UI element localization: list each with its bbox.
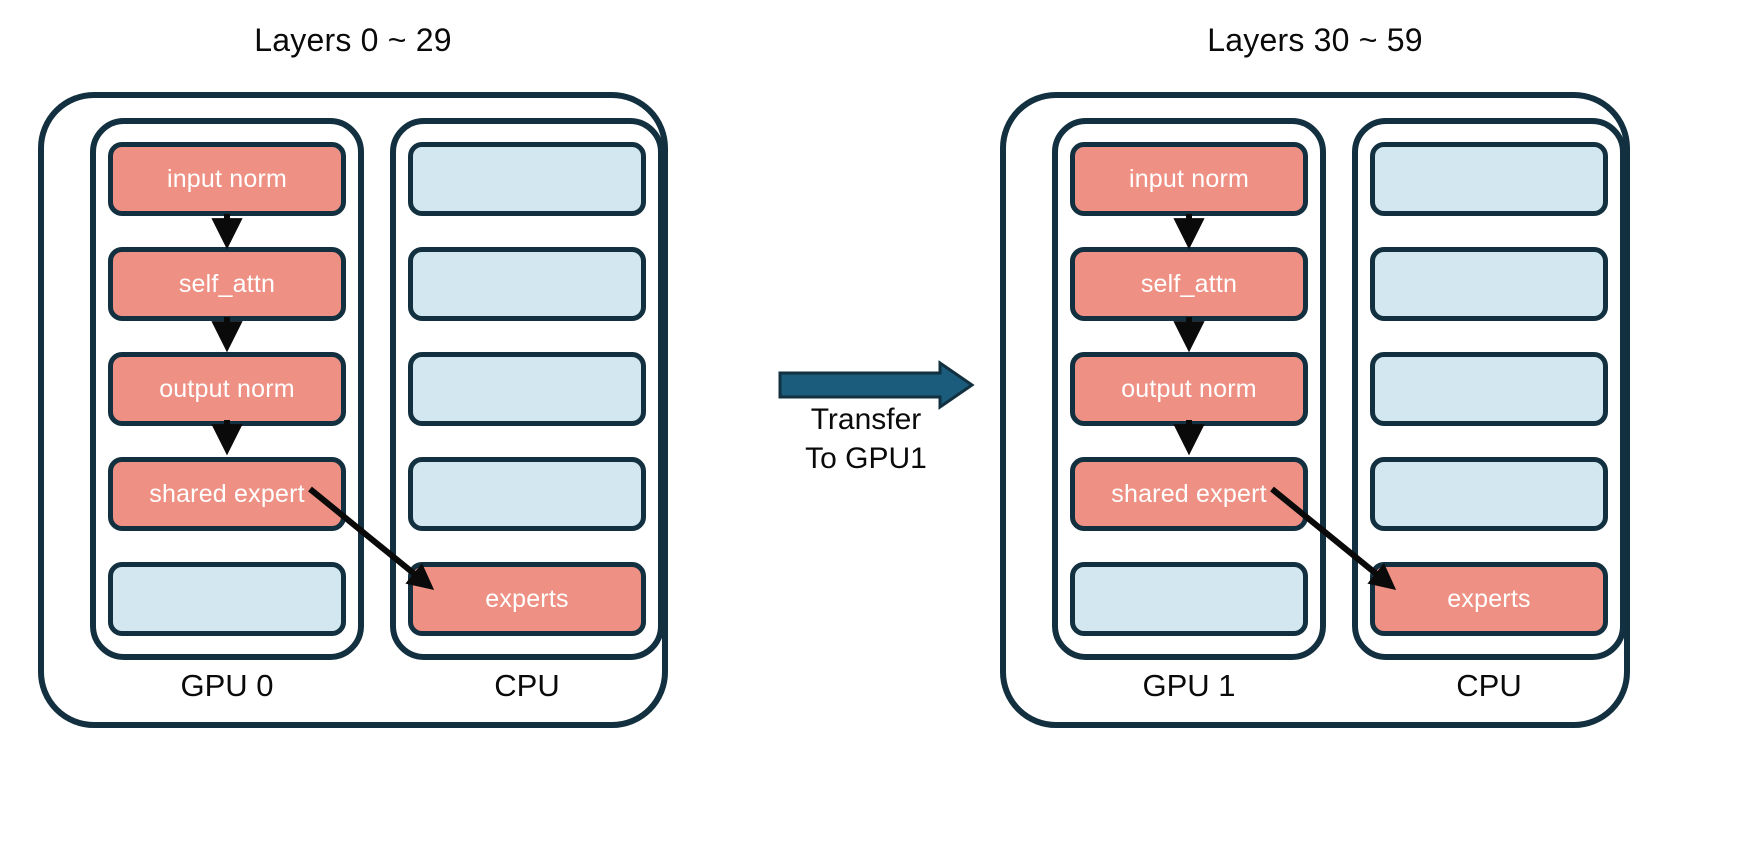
panel-layers-0-29: Layers 0 ~ 29 input norm self_attn outpu… <box>38 22 668 728</box>
block-output-norm[interactable]: output norm <box>1070 352 1308 426</box>
transfer-label-line2: To GPU1 <box>805 442 927 475</box>
gpu-column-left: input norm self_attn output norm shared … <box>90 118 364 660</box>
gpu-slot: output norm <box>1070 352 1308 426</box>
gpu-column-label-left: GPU 0 <box>180 668 274 703</box>
gpu-column-right: input norm self_attn output norm shared … <box>1052 118 1326 660</box>
cpu-slot <box>1370 457 1608 531</box>
cpu-column-left: experts <box>390 118 664 660</box>
block-output-norm[interactable]: output norm <box>108 352 346 426</box>
cpu-slot <box>408 352 646 426</box>
gpu-slot: shared expert <box>108 457 346 531</box>
block-input-norm[interactable]: input norm <box>1070 142 1308 216</box>
block-empty-placeholder[interactable] <box>1370 247 1608 321</box>
cpu-slot <box>1370 352 1608 426</box>
block-experts[interactable]: experts <box>408 562 646 636</box>
transfer-label-line1: Transfer <box>810 403 922 436</box>
gpu-slot: input norm <box>108 142 346 216</box>
cpu-column-label-left: CPU <box>494 668 560 703</box>
gpu-column-label-right: GPU 1 <box>1142 668 1236 703</box>
gpu-slot: output norm <box>108 352 346 426</box>
block-shared-expert[interactable]: shared expert <box>108 457 346 531</box>
block-empty-placeholder[interactable] <box>1070 562 1308 636</box>
gpu-slot: self_attn <box>1070 247 1308 321</box>
cpu-slot <box>408 457 646 531</box>
cpu-column-label-right: CPU <box>1456 668 1522 703</box>
cpu-slot <box>1370 247 1608 321</box>
block-empty-placeholder[interactable] <box>408 247 646 321</box>
gpu-slot <box>1070 562 1308 636</box>
block-empty-placeholder[interactable] <box>1370 457 1608 531</box>
block-input-norm[interactable]: input norm <box>108 142 346 216</box>
block-self-attn[interactable]: self_attn <box>108 247 346 321</box>
gpu-slot: shared expert <box>1070 457 1308 531</box>
gpu-slot: input norm <box>1070 142 1308 216</box>
gpu-slot <box>108 562 346 636</box>
block-experts[interactable]: experts <box>1370 562 1608 636</box>
cpu-slot <box>1370 142 1608 216</box>
gpu-slot: self_attn <box>108 247 346 321</box>
panel-title-left: Layers 0 ~ 29 <box>254 22 452 58</box>
block-self-attn[interactable]: self_attn <box>1070 247 1308 321</box>
panel-title-right: Layers 30 ~ 59 <box>1207 22 1423 58</box>
block-empty-placeholder[interactable] <box>1370 142 1608 216</box>
block-empty-placeholder[interactable] <box>408 457 646 531</box>
block-empty-placeholder[interactable] <box>408 352 646 426</box>
transfer-label-group: Transfer To GPU1 <box>781 400 951 478</box>
panel-layers-30-59: Layers 30 ~ 59 input norm self_attn outp… <box>1000 22 1630 728</box>
cpu-slot <box>408 247 646 321</box>
block-shared-expert[interactable]: shared expert <box>1070 457 1308 531</box>
block-empty-placeholder[interactable] <box>408 142 646 216</box>
block-empty-placeholder[interactable] <box>1370 352 1608 426</box>
cpu-slot: experts <box>1370 562 1608 636</box>
cpu-slot: experts <box>408 562 646 636</box>
block-empty-placeholder[interactable] <box>108 562 346 636</box>
cpu-slot <box>408 142 646 216</box>
cpu-column-right: experts <box>1352 118 1626 660</box>
